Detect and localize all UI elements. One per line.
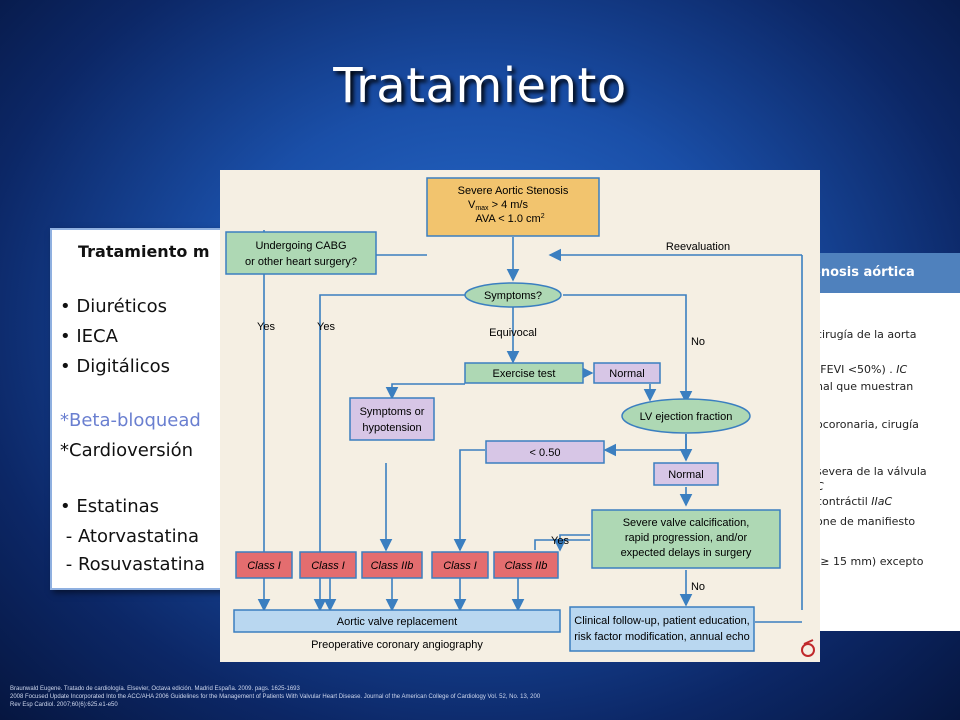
yes-label: Yes (551, 535, 569, 547)
cabg-line-2: or other heart surgery? (245, 256, 357, 268)
aortic-valve-replacement-box: Aortic valve replacement Preoperative co… (233, 609, 561, 651)
class-i-box-1: Class I (235, 551, 293, 579)
normal-label: Normal (668, 469, 703, 481)
ava-label: AVA < 1.0 cm2 (475, 213, 544, 225)
treatment-panel: Tratamiento m • Diuréticos • IECA • Digi… (50, 228, 244, 590)
class-iib-label: Class IIb (505, 560, 548, 572)
lv-ejection-fraction-node: LV ejection fraction (621, 398, 751, 434)
class-i-label: Class I (443, 560, 477, 572)
reference-line: Braunwald Eugene. Tratado de cardiología… (10, 686, 300, 692)
class-i-box-2: Class I (299, 551, 357, 579)
references: Braunwald Eugene. Tratado de cardiología… (10, 685, 540, 709)
no-label: No (691, 581, 705, 593)
arrow (534, 539, 590, 550)
normal-box-2: Normal (653, 462, 719, 486)
yes-label: Yes (317, 321, 335, 333)
list-item: • Diuréticos (60, 296, 168, 317)
severe-aortic-stenosis-box: Severe Aortic Stenosis Vmax > 4 m/s AVA … (426, 177, 600, 237)
lt-050-box: < 0.50 (485, 440, 605, 464)
list-item: • Digitálicos (60, 356, 171, 377)
normal-box-1: Normal (593, 362, 661, 384)
slide-title: Tratamiento (333, 58, 627, 114)
lt050-label: < 0.50 (530, 447, 561, 459)
publisher-logo-icon (801, 639, 815, 657)
yes-label: Yes (257, 321, 275, 333)
class-i-label: Class I (247, 560, 281, 572)
class-iib-label: Class IIb (371, 560, 414, 572)
indication-line: cirugía de la aorta (816, 328, 917, 341)
indication-line: one de manifiesto (816, 515, 916, 528)
severe-valve-line-3: expected delays in surgery (621, 547, 752, 559)
indication-line: severa de la válvula (816, 465, 927, 478)
sym-hypo-line-2: hypotension (362, 422, 421, 434)
arrow (553, 534, 590, 552)
lvef-label: LV ejection fraction (640, 411, 733, 423)
arrow (453, 449, 485, 552)
sym-hypo-line-1: Symptoms or (360, 406, 425, 418)
treatment-panel-title: Tratamiento m (78, 242, 210, 261)
arrow (385, 383, 465, 400)
indication-line: contráctil IIaC (816, 495, 893, 508)
arrow (313, 294, 465, 612)
no-label: No (691, 336, 705, 348)
reevaluation-label: Reevaluation (666, 241, 730, 253)
reference-line: Rev Esp Cardiol. 2007;60(6):625.e1-e50 (10, 702, 118, 708)
vmax-label: Vmax > 4 m/s (468, 199, 529, 212)
reference-line: 2008 Focused Update Incorporated Into th… (10, 694, 541, 700)
exercise-test-box: Exercise test (464, 362, 584, 384)
normal-label: Normal (609, 368, 644, 380)
class-i-label: Class I (311, 560, 345, 572)
clinical-line-2: risk factor modification, annual echo (574, 631, 749, 643)
severe-valve-line-2: rapid progression, and/or (625, 532, 748, 544)
indication-line: nal que muestran (816, 380, 914, 393)
atorvastatin-item: - Atorvastatina (60, 526, 200, 547)
class-iib-box-2: Class IIb (493, 551, 559, 579)
class-iib-box-1: Class IIb (361, 551, 423, 579)
severe-valve-line-1: Severe valve calcification, (623, 517, 750, 529)
clinical-line-1: Clinical follow-up, patient education, (574, 615, 750, 627)
preop-label: Preoperative coronary angiography (311, 639, 483, 651)
rosuvastatin-item: - Rosuvastatina (60, 554, 206, 575)
indication-line: ocoronaria, cirugía (816, 418, 919, 431)
exercise-label: Exercise test (493, 368, 556, 380)
cardioversion-item: *Cardioversión (60, 440, 194, 461)
arrow (603, 434, 687, 457)
symptoms-hypotension-box: Symptoms or hypotension (349, 397, 435, 441)
indication-line: (FEVI <50%) . IC (816, 363, 908, 376)
severe-valve-box: Severe valve calcification, rapid progre… (591, 509, 781, 569)
beta-blocker-item: *Beta-bloquead (60, 410, 201, 431)
arrow (563, 294, 693, 404)
symptoms-label: Symptoms? (484, 290, 542, 302)
aortic-stenosis-flowchart: Severe Aortic Stenosis Vmax > 4 m/s AVA … (220, 170, 820, 662)
clinical-followup-box: Clinical follow-up, patient education, r… (569, 606, 755, 652)
indication-line: (≥ 15 mm) excepto (816, 555, 924, 568)
list-item: • Estatinas (60, 496, 160, 517)
avr-label: Aortic valve replacement (337, 616, 457, 628)
cabg-box: Undergoing CABG or other heart surgery? (225, 231, 377, 275)
cabg-line-1: Undergoing CABG (255, 240, 346, 252)
symptoms-node: Symptoms? (464, 282, 562, 308)
class-i-box-3: Class I (431, 551, 489, 579)
severe-label: Severe Aortic Stenosis (458, 185, 569, 197)
equivocal-label: Equivocal (489, 327, 537, 339)
list-item: • IECA (60, 326, 118, 347)
